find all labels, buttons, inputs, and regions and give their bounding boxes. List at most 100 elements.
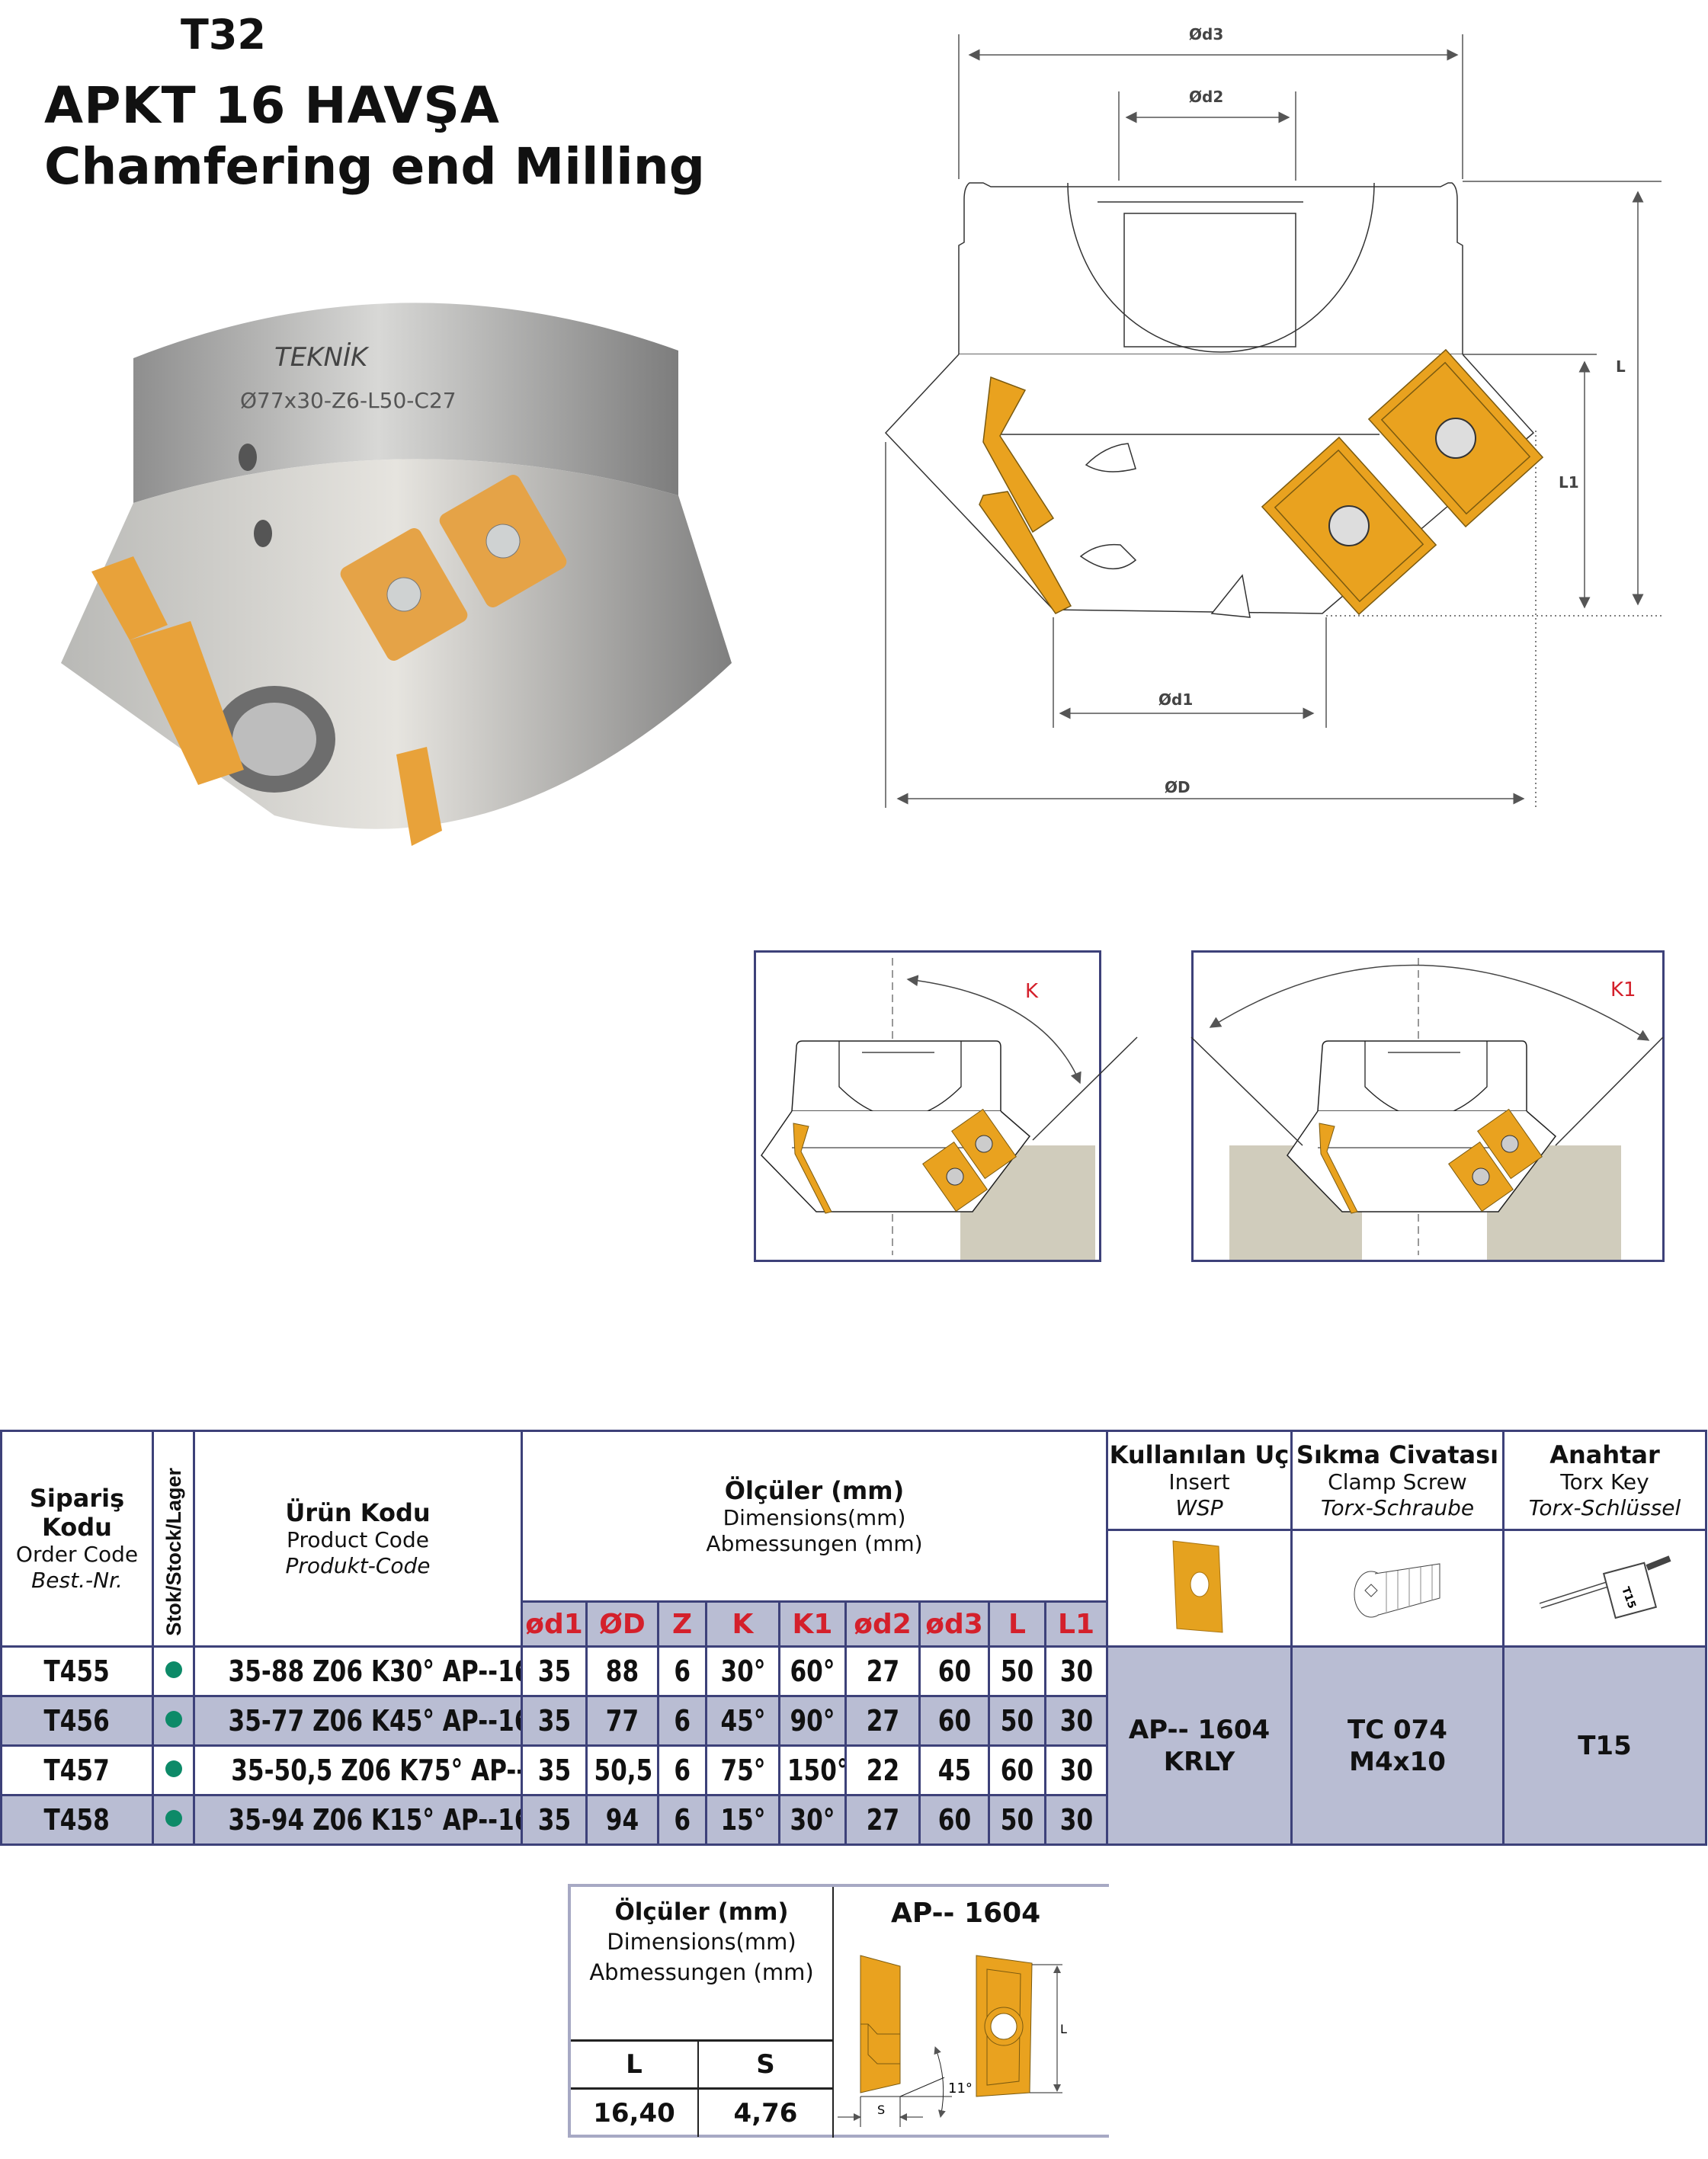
label-L: L <box>1616 357 1626 376</box>
dim-value: 94 <box>585 1794 659 1846</box>
angle-diagram-k1: K1 <box>1190 950 1665 1262</box>
header-order-code: Sipariş Kodu Order Code Best.-Nr. <box>0 1430 154 1648</box>
product-code: 35-94 Z06 K15° AP--16 <box>193 1794 523 1846</box>
dim-value: 50 <box>988 1695 1046 1747</box>
engraving-text: Ø77x30-Z6-L50-C27 <box>240 388 457 413</box>
product-table: Sipariş Kodu Order Code Best.-Nr. Stok/S… <box>0 1430 1707 1846</box>
dim-value: 30° <box>705 1645 780 1697</box>
dim-value: 35 <box>521 1794 588 1846</box>
k-label: K <box>1025 980 1039 1003</box>
label-D: ØD <box>1165 778 1190 796</box>
dim-value: 60 <box>918 1695 990 1747</box>
stock-indicator <box>152 1794 195 1846</box>
k1-label: K1 <box>1610 979 1636 1001</box>
label-d3: Ød3 <box>1189 25 1223 43</box>
dim-value: 60 <box>918 1645 990 1697</box>
stock-indicator <box>152 1695 195 1747</box>
in-stock-dot-icon <box>165 1760 182 1777</box>
dim-value: 75° <box>705 1744 780 1796</box>
dim-value: 50,5 <box>585 1744 659 1796</box>
dim-header-0: ød1 <box>521 1600 588 1648</box>
dim-header-3: K <box>705 1600 780 1648</box>
product-code: 35-88 Z06 K30° AP--16 <box>193 1645 523 1697</box>
dim-value: 30 <box>1044 1794 1108 1846</box>
insert-dim-en: Dimensions(mm) <box>607 1929 796 1955</box>
dim-value: 60 <box>918 1794 990 1846</box>
dim-value: 88 <box>585 1645 659 1697</box>
stock-indicator <box>152 1744 195 1796</box>
technical-drawing: Ød3 Ød2 L L1 Ød1 ØD <box>884 25 1662 808</box>
insert-drawing: S 11° L <box>838 1955 1067 2127</box>
dim-value: 6 <box>657 1695 707 1747</box>
dim-value: 6 <box>657 1744 707 1796</box>
dim-value: 50 <box>988 1794 1046 1846</box>
in-stock-dot-icon <box>165 1661 182 1678</box>
dim-value: 45 <box>918 1744 990 1796</box>
clamp-screw-image <box>1290 1529 1505 1648</box>
dim-value: 30° <box>778 1794 847 1846</box>
dim-header-2: Z <box>657 1600 707 1648</box>
product-code: 35-77 Z06 K45° AP--16 <box>193 1695 523 1747</box>
dim-value: 60° <box>778 1645 847 1697</box>
dim-value: 150° <box>778 1744 847 1796</box>
label-S: S <box>877 2103 885 2117</box>
dim-value: 27 <box>844 1645 921 1697</box>
brand-logo-text: TEKNİK <box>274 342 370 373</box>
angle-diagram-k: K <box>754 950 1138 1262</box>
label-d1: Ød1 <box>1158 690 1193 709</box>
dim-value: 90° <box>778 1695 847 1747</box>
dim-value: 35 <box>521 1695 588 1747</box>
col-S-header: S <box>699 2042 832 2090</box>
series-code: T32 <box>181 11 266 59</box>
order-code: T456 <box>0 1695 154 1747</box>
header-stock: Stok/Stock/Lager <box>152 1430 195 1648</box>
product-photo: TEKNİK Ø77x30-Z6-L50-C27 <box>61 303 732 846</box>
dim-value: 30 <box>1044 1645 1108 1697</box>
insert-dim-title: Ölçüler (mm) <box>614 1898 789 1926</box>
label-L1: L1 <box>1559 473 1579 492</box>
dim-header-5: ød2 <box>844 1600 921 1648</box>
dim-value: 60 <box>988 1744 1046 1796</box>
dim-value: 30 <box>1044 1695 1108 1747</box>
dim-value: 45° <box>705 1695 780 1747</box>
dim-value: 35 <box>521 1645 588 1697</box>
insert-image <box>1106 1529 1293 1648</box>
order-code: T455 <box>0 1645 154 1697</box>
insert-dim-de: Abmessungen (mm) <box>589 1959 814 1985</box>
stock-header-label: Stok/Stock/Lager <box>162 1468 185 1636</box>
dim-value: 27 <box>844 1695 921 1747</box>
dim-value: 15° <box>705 1794 780 1846</box>
col-L-header: L <box>571 2042 699 2090</box>
dim-value: 50 <box>988 1645 1046 1697</box>
label-d2: Ød2 <box>1189 88 1223 106</box>
stock-indicator <box>152 1645 195 1697</box>
dim-header-6: ød3 <box>918 1600 990 1648</box>
dim-value: 6 <box>657 1645 707 1697</box>
insert-model-title: AP-- 1604 <box>891 1898 1041 1929</box>
in-stock-dot-icon <box>165 1711 182 1728</box>
dim-value: 30 <box>1044 1744 1108 1796</box>
dim-header-4: K1 <box>778 1600 847 1648</box>
order-code: T458 <box>0 1794 154 1846</box>
dim-value: 77 <box>585 1695 659 1747</box>
in-stock-dot-icon <box>165 1810 182 1827</box>
dim-value: 22 <box>844 1744 921 1796</box>
value-S: 4,76 <box>733 2098 798 2129</box>
dim-header-8: L1 <box>1044 1600 1108 1648</box>
insert-dimensions-panel: Ölçüler (mm) Dimensions(mm) Abmessungen … <box>568 1884 1109 2138</box>
order-code: T457 <box>0 1744 154 1796</box>
dim-value: 27 <box>844 1794 921 1846</box>
label-angle: 11° <box>948 2081 973 2097</box>
page-title: APKT 16 HAVŞA <box>44 76 500 135</box>
dim-header-1: ØD <box>585 1600 659 1648</box>
dim-value: 6 <box>657 1794 707 1846</box>
label-L-drawing: L <box>1060 2022 1067 2036</box>
product-code: 35-50,5 Z06 K75° AP--16 <box>193 1744 523 1796</box>
